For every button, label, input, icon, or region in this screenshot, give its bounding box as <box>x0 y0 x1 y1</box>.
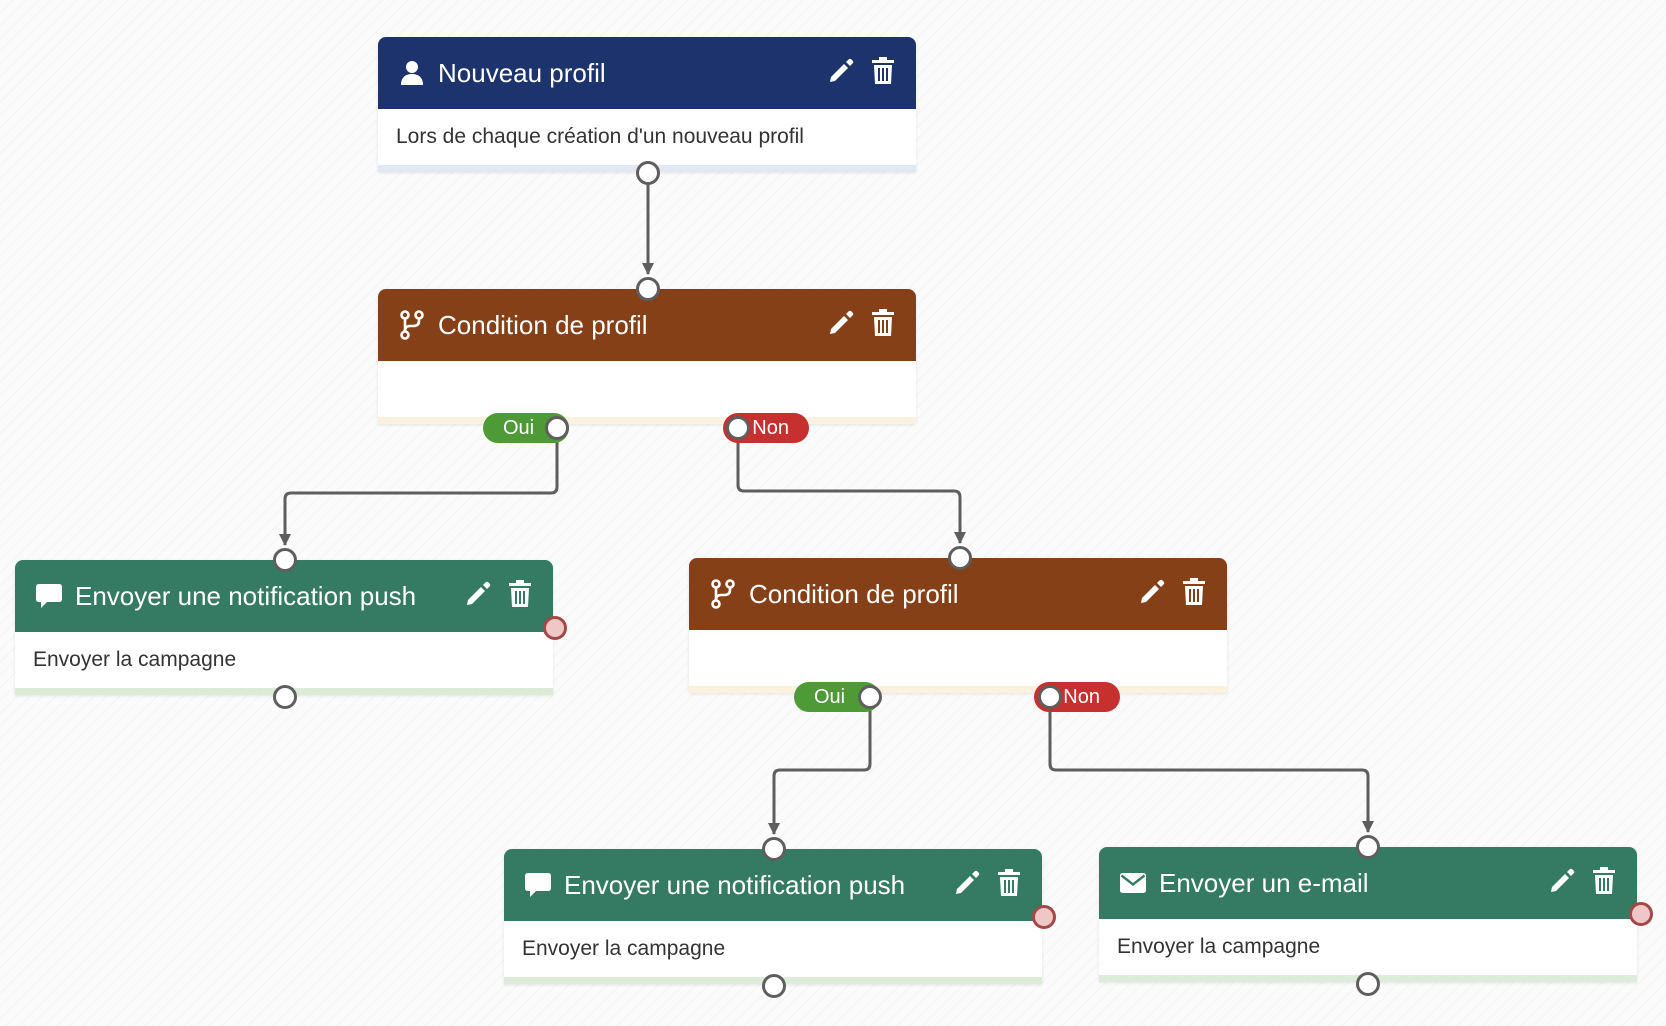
input-port-push-1[interactable] <box>273 548 297 572</box>
node-footer-strip <box>378 417 916 424</box>
input-port-push-2[interactable] <box>762 837 786 861</box>
node-header[interactable]: Nouveau profil <box>378 37 916 109</box>
pencil-icon <box>464 580 492 613</box>
node-title: Condition de profil <box>749 578 959 609</box>
trash-icon <box>870 56 896 91</box>
output-port-trigger[interactable] <box>636 161 660 185</box>
node-title: Envoyer une notification push <box>75 580 417 611</box>
output-port-condition-2-no[interactable] <box>1038 685 1062 709</box>
node-description <box>378 361 916 417</box>
delete-button[interactable] <box>505 579 535 614</box>
node-description: Envoyer la campagne <box>1117 935 1321 958</box>
node-description: Envoyer la campagne <box>33 648 237 671</box>
delete-button[interactable] <box>868 56 898 91</box>
output-port-condition-2-yes[interactable] <box>858 685 882 709</box>
pencil-icon <box>827 309 855 342</box>
node-header[interactable]: Envoyer une notification push <box>15 560 553 632</box>
edit-button[interactable] <box>952 870 982 900</box>
link-condition-1-no-to-condition-2[interactable] <box>736 429 966 544</box>
node-description <box>689 630 1227 686</box>
node-header[interactable]: Condition de profil <box>378 289 916 361</box>
node-footer-strip <box>689 686 1227 693</box>
trash-icon <box>870 308 896 343</box>
user-icon <box>398 59 426 87</box>
node-condition-de-profil-2[interactable]: Condition de profil <box>689 558 1227 693</box>
node-title: Nouveau profil <box>438 57 606 88</box>
delete-button[interactable] <box>994 868 1024 903</box>
node-header[interactable]: Envoyer une notification push <box>504 849 1042 921</box>
trash-icon <box>1181 577 1207 612</box>
edit-button[interactable] <box>826 310 856 340</box>
code-branch-icon <box>398 310 426 340</box>
node-push-notification-1[interactable]: Envoyer une notification push Envoyer la… <box>15 560 553 695</box>
trash-icon <box>1591 866 1617 901</box>
node-push-notification-2[interactable]: Envoyer une notification push Envoyer la… <box>504 849 1042 984</box>
output-port-push-2[interactable] <box>762 974 786 998</box>
node-nouveau-profil[interactable]: Nouveau profil Lors de chaque création d… <box>378 37 916 172</box>
branch-label: Oui <box>814 685 846 708</box>
node-title: Envoyer une notification push <box>564 869 906 900</box>
node-description: Envoyer la campagne <box>522 937 726 960</box>
trash-icon <box>507 579 533 614</box>
trash-icon <box>996 868 1022 903</box>
edit-button[interactable] <box>826 58 856 88</box>
link-condition-1-yes-to-push-1[interactable] <box>279 429 559 546</box>
node-description: Lors de chaque création d'un nouveau pro… <box>396 125 804 148</box>
branch-label: Non <box>1063 685 1100 708</box>
input-port-condition-2[interactable] <box>948 546 972 570</box>
error-port-push-1[interactable] <box>543 616 567 640</box>
code-branch-icon <box>709 579 737 609</box>
output-port-email[interactable] <box>1356 972 1380 996</box>
node-title: Condition de profil <box>438 309 648 340</box>
input-port-condition-1[interactable] <box>636 277 660 301</box>
branch-label: Oui <box>503 416 535 439</box>
output-port-condition-1-yes[interactable] <box>545 416 569 440</box>
pencil-icon <box>827 57 855 90</box>
link-condition-2-no-to-email[interactable] <box>1048 697 1374 833</box>
pencil-icon <box>1548 867 1576 900</box>
pencil-icon <box>953 869 981 902</box>
error-port-email[interactable] <box>1629 902 1653 926</box>
delete-button[interactable] <box>1179 577 1209 612</box>
node-header[interactable]: Envoyer un e-mail <box>1099 847 1637 919</box>
branch-label: Non <box>752 416 789 439</box>
node-header[interactable]: Condition de profil <box>689 558 1227 630</box>
node-email[interactable]: Envoyer un e-mail Envoyer la campagne <box>1099 847 1637 982</box>
comment-icon <box>35 582 63 610</box>
envelope-icon <box>1119 869 1147 897</box>
error-port-push-2[interactable] <box>1032 905 1056 929</box>
node-title: Envoyer un e-mail <box>1159 867 1369 898</box>
pencil-icon <box>1138 578 1166 611</box>
delete-button[interactable] <box>868 308 898 343</box>
edit-button[interactable] <box>463 581 493 611</box>
node-condition-de-profil-1[interactable]: Condition de profil <box>378 289 916 424</box>
link-condition-2-yes-to-push-2[interactable] <box>768 697 872 835</box>
input-port-email[interactable] <box>1356 835 1380 859</box>
comment-icon <box>524 871 552 899</box>
output-port-condition-1-no[interactable] <box>726 416 750 440</box>
delete-button[interactable] <box>1589 866 1619 901</box>
edit-button[interactable] <box>1547 868 1577 898</box>
output-port-push-1[interactable] <box>273 685 297 709</box>
edit-button[interactable] <box>1137 579 1167 609</box>
